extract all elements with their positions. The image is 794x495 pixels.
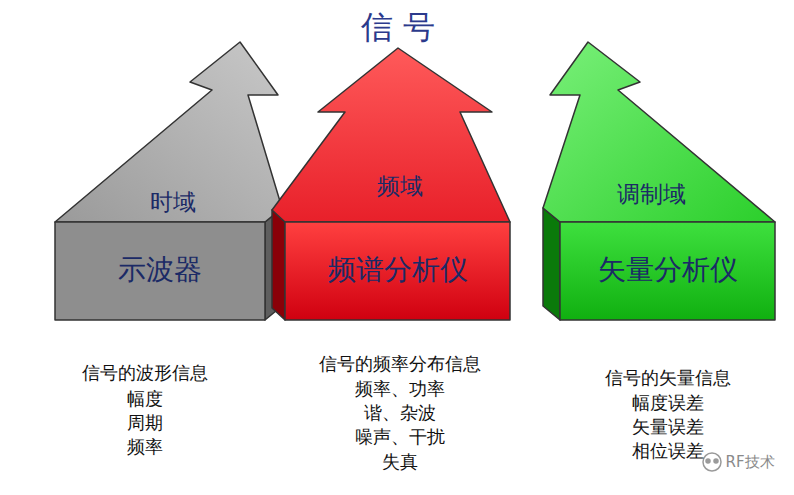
diagram-title: 信 号 xyxy=(361,6,435,50)
instrument-label: 矢量分析仪 xyxy=(598,251,738,289)
domain-label: 时域 xyxy=(150,187,196,218)
watermark: RF技术 xyxy=(725,453,774,472)
modulation-domain-arrow: 调制域矢量分析仪 xyxy=(543,42,777,320)
item: 失真 xyxy=(382,450,418,474)
item: 矢量误差 xyxy=(632,415,704,439)
red-arrow xyxy=(272,48,510,320)
grey-arrow xyxy=(55,42,282,320)
info-heading: 信号的频率分布信息 xyxy=(319,352,481,376)
item: 幅度误差 xyxy=(632,391,704,415)
item: 频率、功率 xyxy=(355,377,445,401)
domain-label: 频域 xyxy=(377,171,423,202)
time-domain-arrow: 时域示波器 xyxy=(55,42,285,320)
info-heading: 信号的波形信息 xyxy=(82,361,208,385)
domain-label: 调制域 xyxy=(617,179,686,210)
info-heading: 信号的矢量信息 xyxy=(605,366,731,390)
instrument-label: 频谱分析仪 xyxy=(328,251,468,289)
watermark-icon xyxy=(703,453,721,471)
item: 幅度 xyxy=(127,387,163,411)
item: 相位误差 xyxy=(632,439,704,463)
item: 谐、杂波 xyxy=(364,401,436,425)
green-arrow xyxy=(543,42,775,320)
item: 周期 xyxy=(127,411,163,435)
instrument-label: 示波器 xyxy=(118,251,202,289)
item: 噪声、干扰 xyxy=(355,425,445,449)
item: 频率 xyxy=(127,435,163,459)
frequency-domain-arrow: 频域频谱分析仪 xyxy=(272,48,512,320)
